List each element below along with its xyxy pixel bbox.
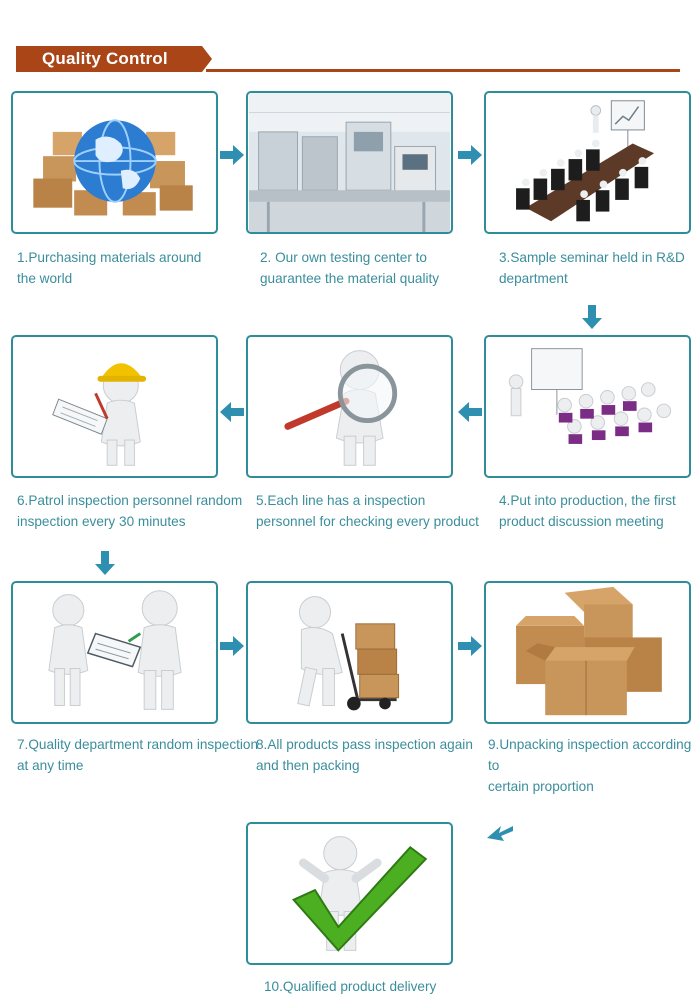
step-1-image [11, 91, 218, 234]
step-4-caption: 4.Put into production, the first product… [499, 490, 676, 532]
step-6-image [11, 335, 218, 478]
step-6-line-1: 6.Patrol inspection personnel random [17, 493, 243, 508]
step-8-caption: 8.All products pass inspection again and… [256, 734, 473, 776]
meeting-audience-icon [508, 348, 672, 444]
step-5-caption: 5.Each line has a inspection personnel f… [256, 490, 479, 532]
step-3-line-1: 3.Sample seminar held in R&D [499, 250, 685, 265]
step-9-image [484, 581, 691, 724]
helmet-inspector-icon [52, 363, 147, 466]
step-5-image [246, 335, 453, 478]
step-3-image [484, 91, 691, 234]
arrow-down-left-icon [487, 826, 513, 841]
arrow-right-icon [220, 636, 244, 656]
step-7-image [11, 581, 218, 724]
step-8-line-2: and then packing [256, 758, 360, 773]
section-header: Quality Control [16, 46, 680, 72]
step-8-line-1: 8.All products pass inspection again [256, 737, 473, 752]
step-6-line-2: inspection every 30 minutes [17, 514, 186, 529]
step-4-image [484, 335, 691, 478]
step-1-caption: 1.Purchasing materials around the world [17, 247, 201, 289]
hand-truck-icon [297, 596, 400, 711]
arrow-right-icon [458, 145, 482, 165]
step-1-line-2: the world [17, 271, 73, 286]
step-7-caption: 7.Quality department random inspection a… [17, 734, 258, 776]
step-10-caption: 10.Qualified product delivery [264, 976, 436, 997]
step-5-line-2: personnel for checking every product [256, 514, 479, 529]
step-4-line-1: 4.Put into production, the first [499, 493, 676, 508]
step-9-line-2: certain proportion [488, 779, 594, 794]
step-3-line-2: department [499, 271, 568, 286]
step-3-caption: 3.Sample seminar held in R&D department [499, 247, 685, 289]
step-8-image [246, 581, 453, 724]
step-10-image [246, 822, 453, 965]
arrow-left-icon [458, 402, 482, 422]
step-10-line-1: 10.Qualified product delivery [264, 979, 437, 994]
header-tab [16, 46, 212, 72]
checkmark-person-icon [292, 836, 428, 952]
step-7-line-1: 7.Quality department random inspection [17, 737, 259, 752]
testing-lab-icon [248, 93, 451, 232]
step-2-caption: 2. Our own testing center to guarantee t… [260, 247, 439, 289]
arrow-left-icon [220, 402, 244, 422]
step-2-line-1: 2. Our own testing center to [260, 250, 427, 265]
step-9-line-1: 9.Unpacking inspection according to [488, 737, 692, 773]
step-6-caption: 6.Patrol inspection personnel random ins… [17, 490, 242, 532]
open-boxes-icon [516, 586, 662, 716]
step-7-line-2: at any time [17, 758, 84, 773]
arrow-right-icon [220, 145, 244, 165]
arrow-down-icon [95, 551, 115, 575]
step-2-image [246, 91, 453, 234]
clipboard-inspection-icon [48, 590, 182, 710]
step-2-line-2: guarantee the material quality [260, 271, 440, 286]
step-1-line-1: 1.Purchasing materials around [17, 250, 202, 265]
step-4-line-2: product discussion meeting [499, 514, 664, 529]
globe-boxes-icon [33, 119, 193, 216]
arrow-right-icon [458, 636, 482, 656]
page-title: Quality Control [42, 49, 168, 68]
magnifier-person-icon [284, 350, 398, 466]
step-5-line-1: 5.Each line has a inspection [256, 493, 426, 508]
seminar-table-icon [516, 100, 655, 222]
step-9-caption: 9.Unpacking inspection according to cert… [488, 734, 700, 797]
arrow-down-icon [582, 305, 602, 329]
header-rule [206, 69, 680, 72]
